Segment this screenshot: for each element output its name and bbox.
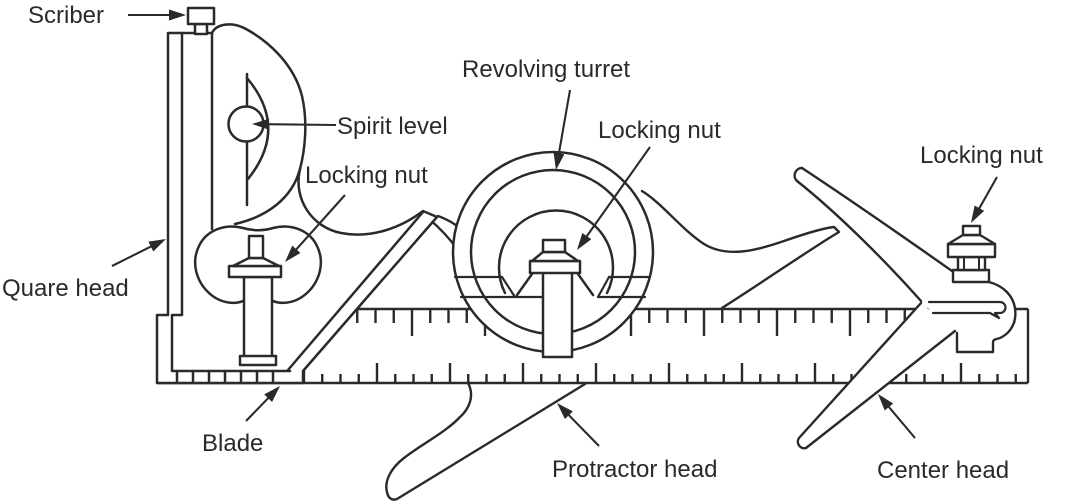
center-nut-base: [951, 268, 991, 284]
square-head-stock-inner-line: [170, 31, 292, 373]
arrowhead-center-head: [878, 394, 894, 411]
arrowhead-locking-nut-turret: [577, 232, 592, 250]
leader-locking-nut-turret: [583, 146, 651, 241]
center-nut-neck-lines: [963, 256, 980, 271]
leader-center-head: [885, 403, 916, 439]
revolving-turret: [451, 150, 655, 359]
label-locking-nut-turret: Locking nut: [598, 117, 721, 144]
arrowhead-quare-head: [148, 239, 166, 252]
label-quare-head: Quare head: [2, 275, 129, 302]
label-protractor-head: Protractor head: [552, 456, 717, 483]
center-head-blade-slot: [927, 300, 1007, 320]
center-nut-neck: [956, 255, 987, 272]
label-locking-nut-square: Locking nut: [305, 162, 428, 189]
protractor-body-swoosh: [640, 189, 841, 310]
center-locking-nut-tab: [961, 224, 982, 237]
square-head-bolt-foot: [238, 354, 278, 367]
center-head-lower-arm: [796, 301, 957, 450]
scriber-stem: [193, 22, 209, 36]
label-revolving-turret: Revolving turret: [462, 56, 630, 83]
leader-locking-nut-square: [292, 194, 346, 254]
protractor-tail: [385, 381, 587, 501]
leader-locking-nut-center: [976, 176, 998, 213]
arrowhead-spirit-level: [252, 118, 270, 130]
square-head-body: [155, 23, 439, 385]
center-head-lower-arm-fill: [799, 303, 955, 448]
center-head-upper-arm-fill: [797, 168, 952, 301]
arrowhead-scriber: [169, 9, 186, 21]
turret-bolt-skirt-right: [576, 272, 595, 297]
center-head-upper-arm: [793, 166, 954, 303]
center-nut-flare: [946, 233, 997, 246]
spirit-level-boss-arc: [233, 167, 302, 226]
turret-clamp-bands: [453, 275, 652, 299]
arrowhead-protractor-head: [557, 403, 573, 420]
turret-hub-circle: [497, 209, 615, 295]
turret-locking-nut-tab: [541, 238, 567, 254]
label-scriber: Scriber: [28, 2, 104, 29]
leader-protractor-head: [565, 411, 600, 447]
square-head-locking-nut-tab: [247, 234, 265, 260]
label-locking-nut-center: Locking nut: [920, 142, 1043, 169]
leader-revolving-turret: [557, 89, 572, 158]
square-head-bolt-stem: [242, 275, 274, 359]
leader-quare-head: [111, 243, 155, 267]
square-head-bolt-flange: [227, 264, 283, 279]
center-head-hub-outline: [955, 280, 1017, 354]
arrowhead-blade: [264, 386, 280, 403]
square-head: [155, 6, 439, 385]
label-center-head: Center head: [877, 457, 1009, 484]
label-spirit-level: Spirit level: [337, 113, 448, 140]
label-blade: Blade: [202, 430, 263, 457]
arrowhead-locking-nut-square: [285, 245, 301, 262]
arrowhead-locking-nut-center: [971, 205, 985, 223]
turret-bolt-skirt-left: [515, 272, 534, 297]
scriber-knob: [186, 6, 216, 26]
center-nut-flange: [946, 242, 997, 259]
turret-bolt-stem: [541, 270, 574, 359]
square-head-45-face-edge: [286, 210, 425, 372]
leader-blade: [245, 394, 272, 422]
arrowhead-revolving-turret: [553, 152, 565, 170]
center-head: [793, 166, 1017, 450]
square-head-clamp-teeth: [175, 369, 275, 385]
leader-spirit-level: [264, 123, 337, 127]
turret-bolt-flange: [528, 259, 582, 275]
center-head-hub-fill: [923, 269, 1016, 352]
